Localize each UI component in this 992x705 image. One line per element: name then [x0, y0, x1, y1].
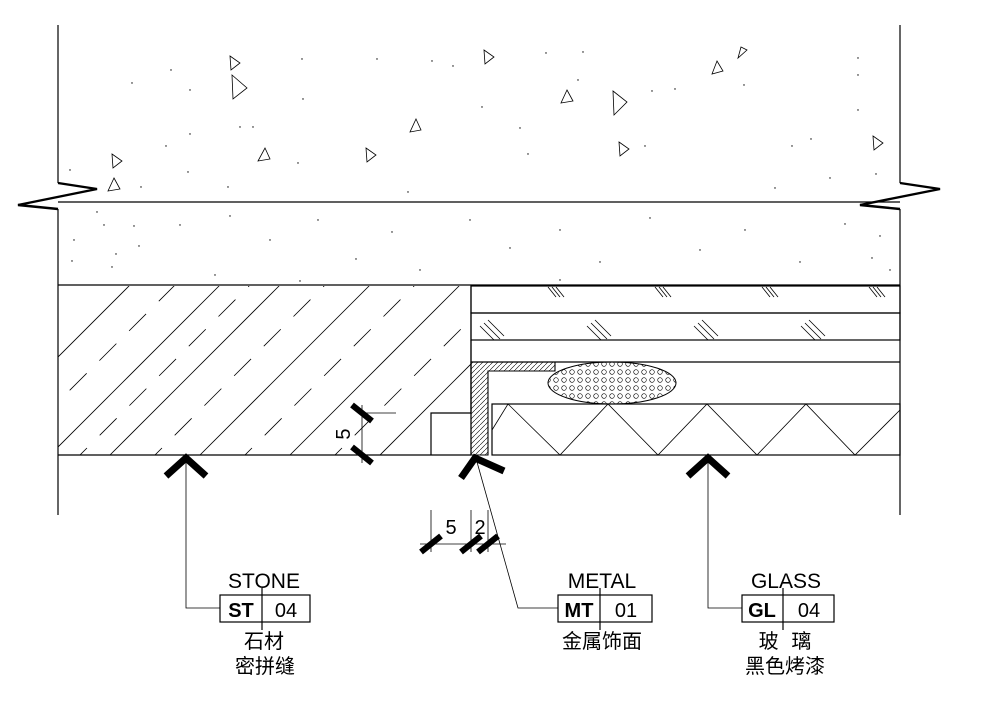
material-code: GL [748, 600, 776, 622]
material-number: 01 [615, 600, 637, 622]
material-name: METAL [568, 570, 636, 593]
material-note-1: 石材 [244, 629, 284, 653]
break-line-left [17, 181, 98, 211]
stone-hatch [58, 286, 471, 455]
material-code: ST [228, 600, 254, 622]
leader-stone [163, 453, 220, 609]
material-note-1: 玻 璃 [759, 629, 812, 653]
material-tag-glass: GLASS GL 04 玻 璃 黑色烤漆 [741, 570, 835, 678]
stone-panel [57, 285, 472, 515]
pointer-arrow-icon [458, 453, 506, 481]
material-code: MT [565, 600, 594, 622]
concrete-slab [17, 25, 941, 211]
material-note-2: 黑色烤漆 [745, 654, 825, 678]
glass-hatch-marks [479, 286, 886, 341]
material-number: 04 [798, 600, 820, 622]
metal-angle-trim [470, 361, 556, 456]
aggregate-pattern [69, 46, 884, 193]
material-note-1: 金属饰面 [562, 629, 642, 653]
glass-layer [470, 285, 901, 515]
material-name: STONE [228, 570, 300, 593]
dimension-text-step: 5 [333, 428, 355, 439]
cement-screed [57, 209, 901, 286]
material-tag-stone: STONE ST 04 石材 密拼缝 [219, 570, 311, 678]
dimension-gap: 5 2 [419, 510, 506, 555]
material-number: 04 [275, 600, 297, 622]
dimension-text-gap-right: 2 [474, 517, 485, 539]
leader-glass [685, 453, 742, 609]
dimension-text-gap-left: 5 [445, 517, 456, 539]
leader-metal [458, 453, 558, 609]
screed-dots [71, 211, 891, 282]
material-note-2: 密拼缝 [235, 654, 295, 678]
material-tag-metal: METAL MT 01 金属饰面 [557, 570, 653, 653]
material-name: GLASS [751, 570, 821, 593]
break-line-right [859, 181, 941, 211]
backing-panel [491, 403, 901, 456]
dimension-stone-step: 5 [333, 402, 396, 466]
foam-backer-rod [547, 361, 677, 405]
